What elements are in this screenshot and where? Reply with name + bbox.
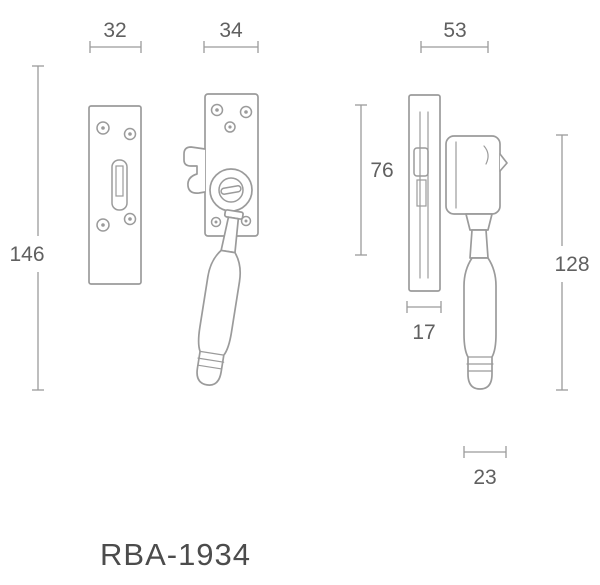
grip-ring [199,350,225,356]
dim-label-side-height: 128 [554,253,589,276]
dimension-plate-depth: 17 [406,301,442,344]
keep-slot-tongue [115,165,124,197]
dimension-side-width: 53 [420,19,489,53]
key-slot [220,185,242,195]
side-latch-block [413,147,429,177]
screw-hole-center [128,132,132,136]
screw-hole [210,103,224,117]
side-latch-lower [416,179,427,207]
lock-rosette [209,168,253,212]
screw-hole-center [244,110,248,114]
lock-boss [218,177,244,203]
screw-hole [123,127,137,141]
dim-label-overall-height: 146 [9,243,44,266]
dimension-overall-height: 146 [9,65,45,391]
fastener-side-view [408,94,508,390]
handle-collar-side [465,213,493,231]
screw-hole-center [215,108,219,112]
keep-plate-body [88,105,142,285]
fastener-front-view [183,93,259,386]
handle-front [196,209,244,386]
keep-slot [111,159,128,211]
screw-hole-center [101,126,105,130]
screw-hole [240,215,252,227]
fastener-housing [445,135,501,215]
grip-ring [197,364,223,370]
screw-hole-center [244,219,248,223]
screw-hole-center [101,223,105,227]
handle-shaft-side [469,229,489,259]
dim-label-side-width: 53 [443,19,466,42]
dimension-plate-height: 76 [355,104,394,256]
side-plate-body [408,94,441,292]
dim-label-plate-depth: 17 [412,321,435,344]
dim-label-plate-height: 76 [370,159,393,182]
grip-ring [197,357,225,363]
dimension-keep-width: 32 [89,19,142,53]
handle-grip-side [463,257,497,390]
dim-label-keep-width: 32 [103,19,126,42]
screw-hole [239,105,253,119]
latch-tip [499,153,508,172]
screw-hole [224,121,236,133]
dim-label-grip-width: 23 [473,466,496,489]
cam-detail [483,145,489,165]
product-code: RBA-1934 [100,537,251,572]
screw-hole-center [128,217,132,221]
screw-hole [96,218,110,232]
screw-hole [96,121,110,135]
keep-plate-front-view [88,105,142,285]
screw-hole-center [228,125,232,129]
screw-hole-center [214,220,218,224]
dimension-side-height: 128 [554,134,590,391]
handle-grip [196,249,242,386]
screw-hole [210,216,222,228]
dimension-fastener-width: 34 [203,19,259,53]
screw-hole [123,212,137,226]
dim-label-fastener-width: 34 [219,19,243,42]
dimension-grip-width: 23 [463,446,507,489]
latch-hook [183,146,206,194]
